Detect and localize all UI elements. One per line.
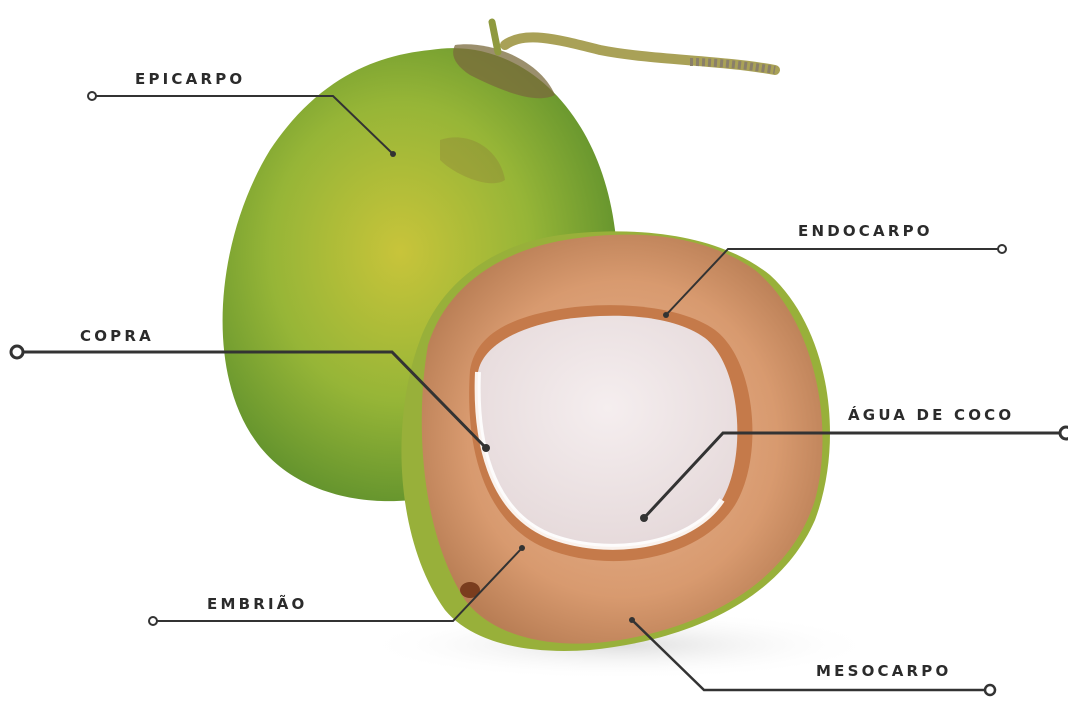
mesocarpo-node bbox=[985, 685, 995, 695]
agua-node bbox=[1060, 427, 1068, 439]
endocarpo-node bbox=[998, 245, 1006, 253]
endocarpo-label: ENDOCARPO bbox=[798, 222, 933, 240]
epicarpo-node bbox=[88, 92, 96, 100]
copra-node bbox=[11, 346, 23, 358]
embriao-label: EMBRIÃO bbox=[207, 595, 308, 613]
mesocarpo-label: MESOCARPO bbox=[816, 662, 951, 680]
copra-label: COPRA bbox=[80, 327, 154, 345]
embriao-node bbox=[149, 617, 157, 625]
cut-coconut bbox=[401, 231, 830, 651]
agua-de-coco-label: ÁGUA DE COCO bbox=[848, 406, 1014, 424]
epicarpo-label: EPICARPO bbox=[135, 70, 245, 88]
